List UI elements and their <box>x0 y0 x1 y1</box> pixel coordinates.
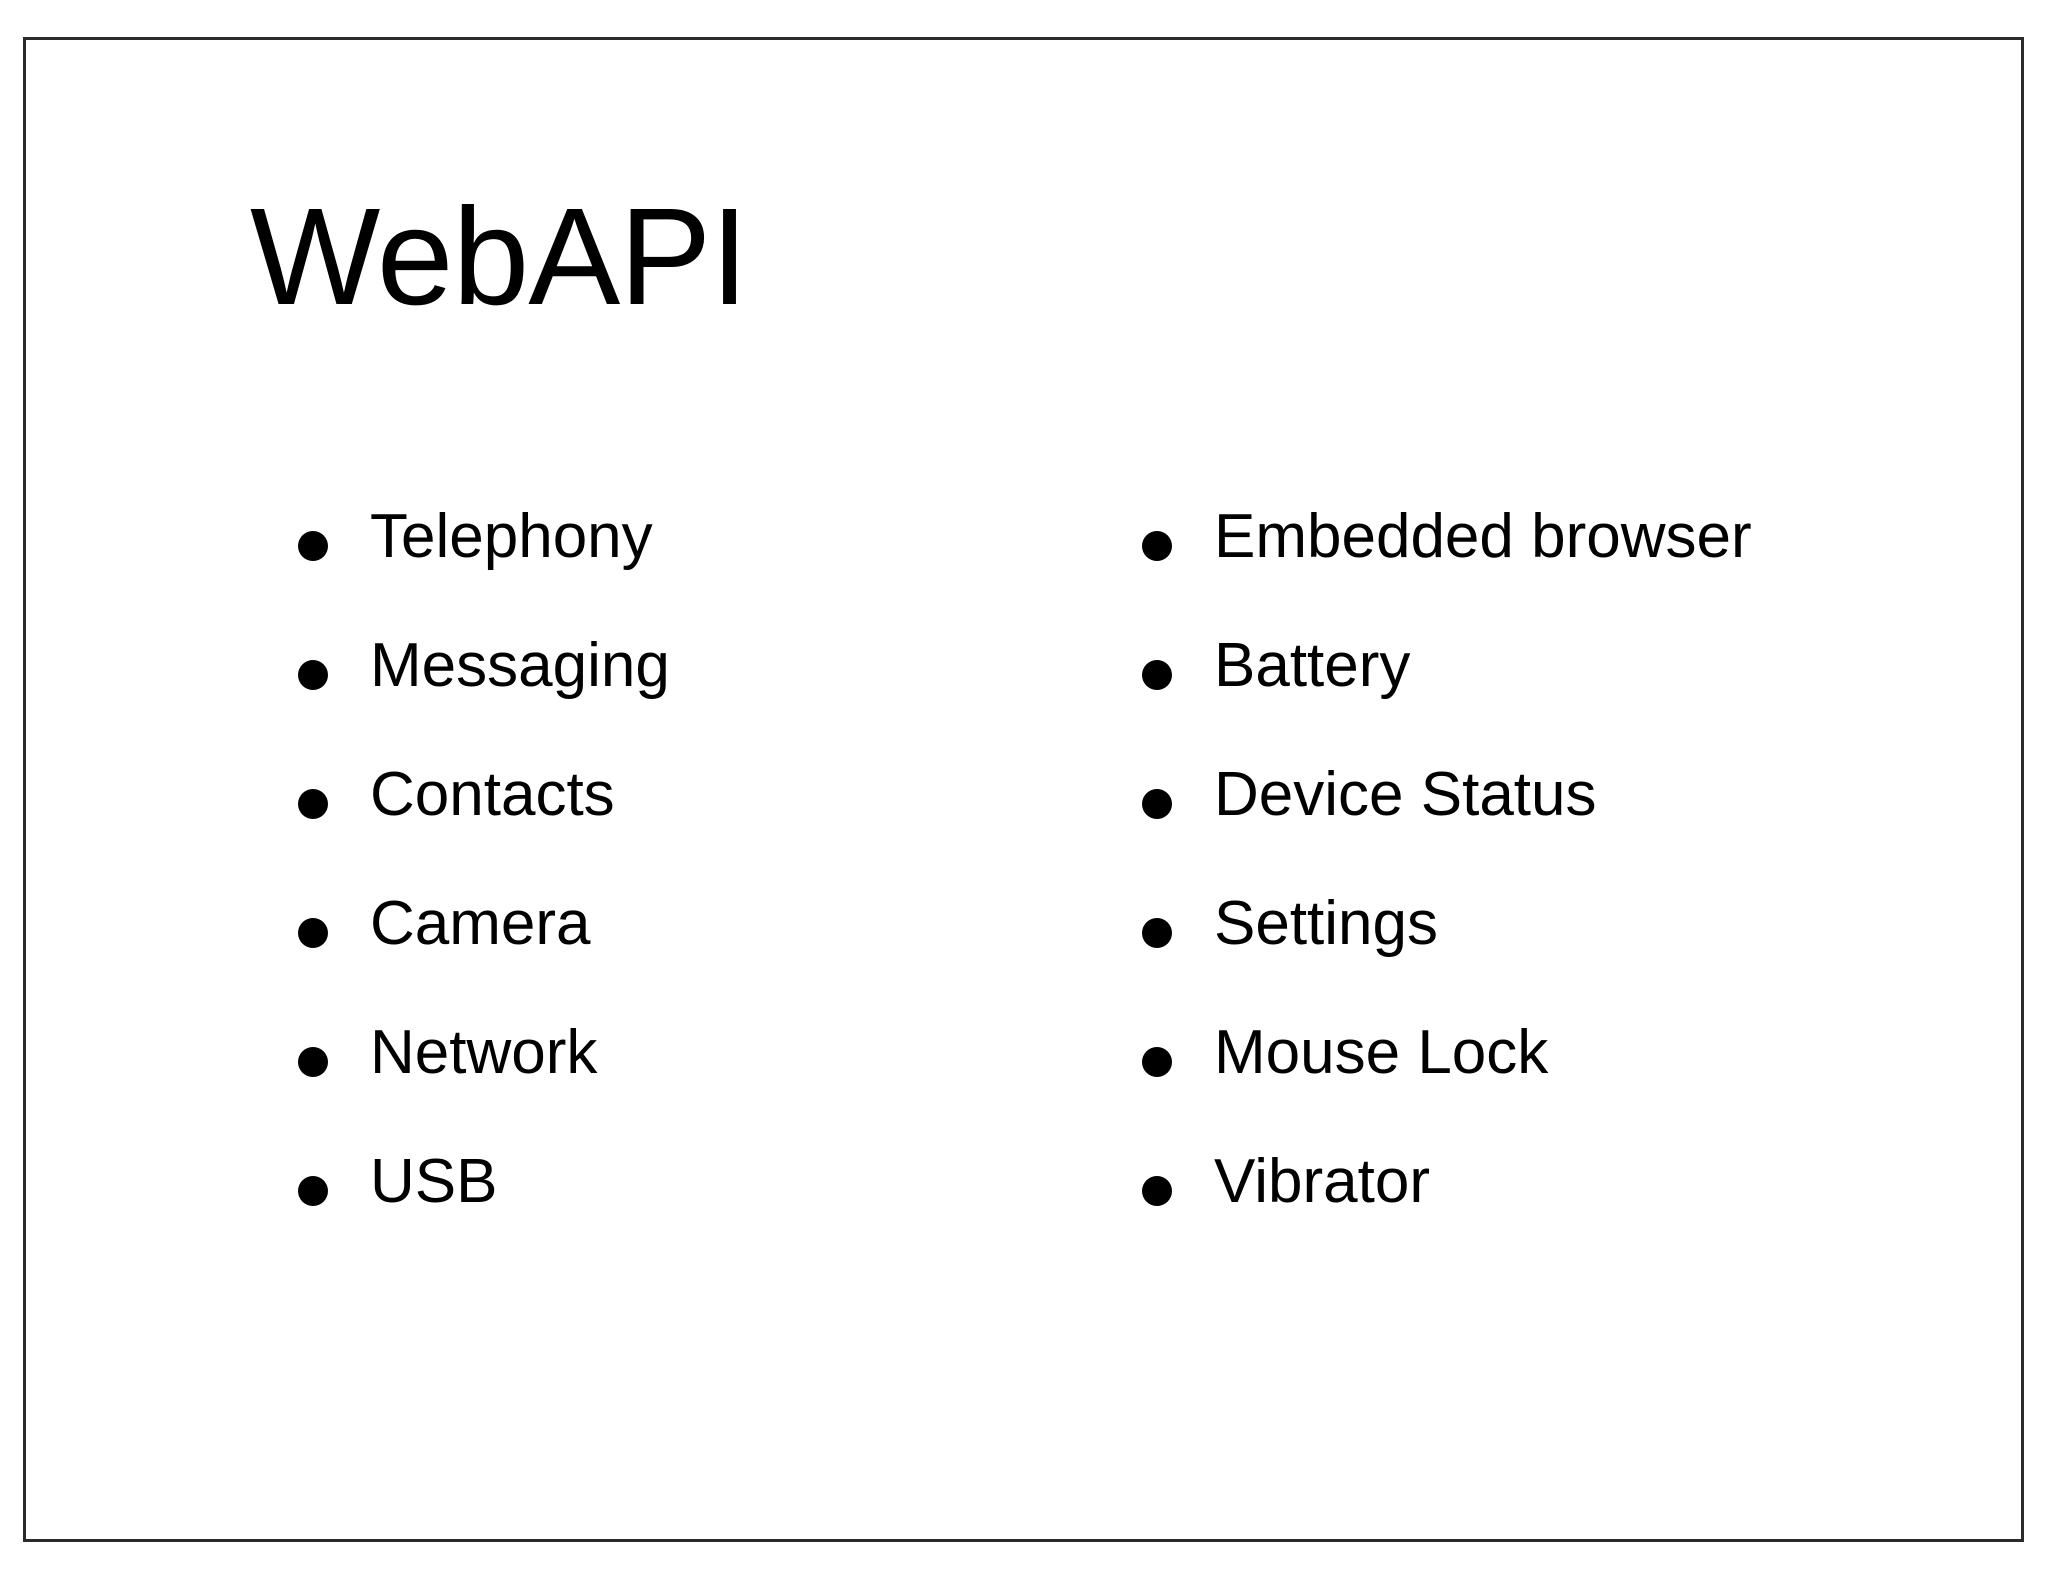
list-item-label: Embedded browser <box>1214 502 1752 571</box>
list-item-label: Battery <box>1214 631 1411 700</box>
list-item-label: Device Status <box>1214 760 1597 829</box>
bullet-point-icon <box>298 918 328 948</box>
bullet-point-icon <box>1142 789 1172 819</box>
bullet-point-icon <box>298 1047 328 1077</box>
list-item[interactable]: Messaging <box>298 635 998 764</box>
bullet-point-icon <box>1142 1047 1172 1077</box>
list-item-label: Telephony <box>370 502 653 571</box>
bullet-point-icon <box>298 1176 328 1206</box>
bullet-point-icon <box>298 660 328 690</box>
list-item[interactable]: Vibrator <box>1142 1151 1962 1280</box>
list-item-label: USB <box>370 1147 498 1216</box>
list-item[interactable]: Network <box>298 1022 998 1151</box>
list-item-label: Mouse Lock <box>1214 1018 1549 1087</box>
bullet-point-icon <box>1142 1176 1172 1206</box>
bullet-point-icon <box>1142 660 1172 690</box>
list-item[interactable]: Battery <box>1142 635 1962 764</box>
slide-frame: WebAPI Telephony Messaging Contacts Came… <box>23 37 2024 1542</box>
list-item[interactable]: Camera <box>298 893 998 1022</box>
list-item[interactable]: Contacts <box>298 764 998 893</box>
list-item-label: Settings <box>1214 889 1439 958</box>
list-item-label: Messaging <box>370 631 670 700</box>
list-item[interactable]: Telephony <box>298 506 998 635</box>
list-item-label: Contacts <box>370 760 615 829</box>
bullet-list-left: Telephony Messaging Contacts Camera Netw… <box>298 506 998 1280</box>
list-item-label: Camera <box>370 889 591 958</box>
bullet-point-icon <box>1142 531 1172 561</box>
list-item-label: Network <box>370 1018 598 1087</box>
list-item[interactable]: Embedded browser <box>1142 506 1962 635</box>
list-item-label: Vibrator <box>1214 1147 1430 1216</box>
list-item[interactable]: Settings <box>1142 893 1962 1022</box>
bullet-point-icon <box>298 531 328 561</box>
list-item[interactable]: Device Status <box>1142 764 1962 893</box>
bullet-list-right: Embedded browser Battery Device Status S… <box>1142 506 1962 1280</box>
bullet-point-icon <box>298 789 328 819</box>
list-item[interactable]: Mouse Lock <box>1142 1022 1962 1151</box>
bullet-point-icon <box>1142 918 1172 948</box>
list-item[interactable]: USB <box>298 1151 998 1280</box>
page-title: WebAPI <box>250 180 749 334</box>
